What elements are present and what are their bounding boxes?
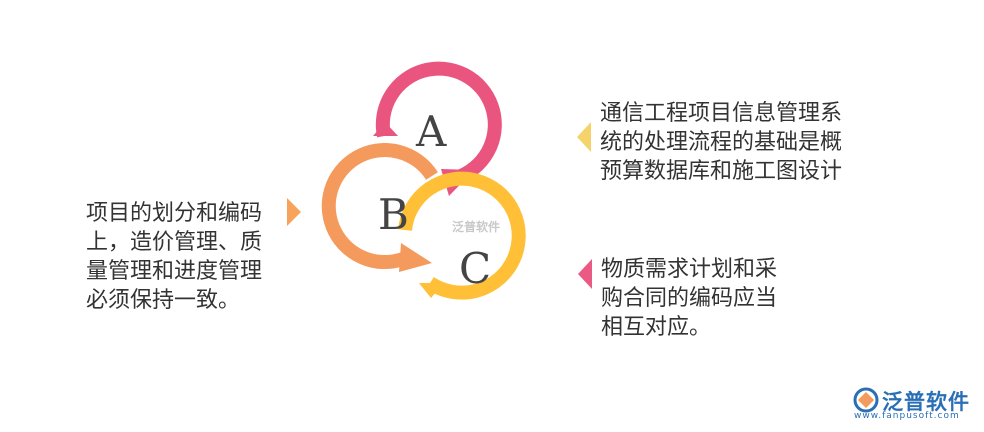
brand-logo-url: www.fanpusoft.com bbox=[854, 411, 960, 421]
left-description: 项目的划分和编码 上，造价管理、质 量管理和进度管理 必须保持一致。 bbox=[86, 201, 263, 313]
center-watermark: 泛普软件 bbox=[452, 220, 501, 234]
node-c-letter: C bbox=[459, 244, 491, 293]
ring-a bbox=[375, 61, 502, 183]
top-right-description: 通信工程项目信息管理系 统的处理流程的基础是概 预算数据库和施工图设计 bbox=[600, 101, 843, 184]
ring-b-arrowhead bbox=[399, 243, 432, 272]
ring-b bbox=[321, 143, 438, 270]
brand-logo-name: 泛普软件 bbox=[882, 390, 970, 414]
ring-c bbox=[398, 171, 526, 300]
node-a-letter: A bbox=[415, 107, 447, 156]
bottom-right-pointer-triangle bbox=[578, 259, 592, 289]
brand-logo: 泛普软件 www.fanpusoft.com bbox=[852, 384, 977, 428]
bottom-right-description: 物质需求计划和采 购合同的编码应当 相互对应。 bbox=[601, 257, 778, 340]
left-pointer-triangle bbox=[287, 198, 301, 226]
ring-c-tail bbox=[419, 283, 444, 298]
brand-logo-icon bbox=[853, 387, 879, 413]
ring-a-tail bbox=[373, 122, 398, 136]
top-right-pointer-triangle bbox=[577, 122, 591, 152]
node-b-letter: B bbox=[378, 190, 409, 239]
